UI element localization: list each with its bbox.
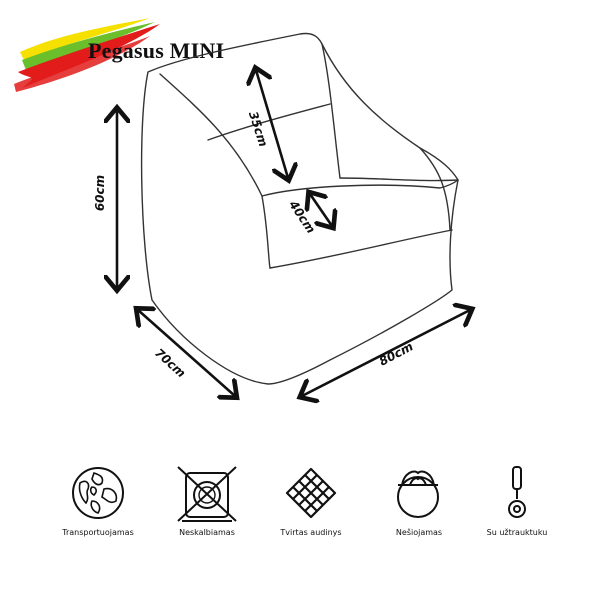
back-arrow bbox=[256, 70, 288, 178]
feature-label-su-uztrauktuku: Su užtrauktuku bbox=[486, 528, 548, 537]
product-title: Pegasus MINI bbox=[88, 38, 225, 63]
depth-arrow bbox=[138, 310, 235, 396]
feature-label-neskalbiamas: Neskalbiamas bbox=[179, 528, 235, 537]
zipper-icon bbox=[508, 466, 526, 518]
feature-label-nesiojamas: Nešiojamas bbox=[395, 528, 443, 537]
height-label: 60cm bbox=[93, 174, 108, 212]
feature-label-tvirtas-audinys: Tvirtas audinys bbox=[280, 528, 342, 537]
width-arrow bbox=[302, 310, 470, 396]
globe-icon bbox=[72, 467, 124, 519]
seat-arrow bbox=[310, 194, 332, 226]
no-washing-icon bbox=[177, 466, 237, 522]
carry-bag-icon bbox=[397, 470, 439, 518]
woven-fabric-icon bbox=[285, 467, 337, 519]
feature-label-transportuojamas: Transportuojamas bbox=[62, 528, 134, 537]
